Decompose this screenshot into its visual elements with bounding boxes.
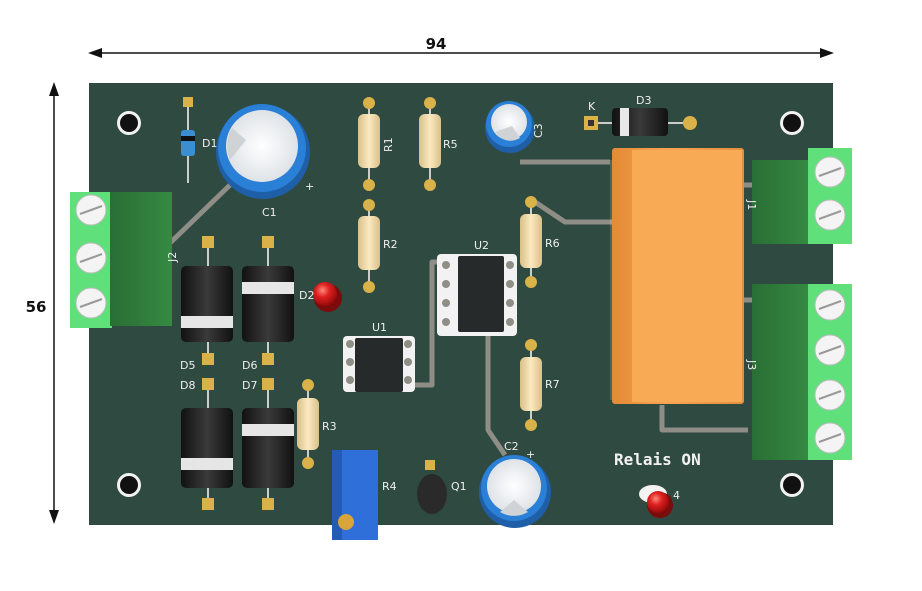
label-q1: Q1 — [451, 480, 467, 493]
label-d1: D1 — [202, 137, 217, 150]
mounting-holes — [117, 111, 804, 497]
relay — [610, 148, 744, 404]
label-d8: D8 — [180, 379, 195, 392]
trimmer-r4: R4 — [332, 450, 397, 540]
ic-u1: U1 — [343, 321, 415, 392]
label-d4: 4 — [673, 489, 680, 502]
height-label: 56 — [26, 298, 47, 316]
label-c3: C3 — [532, 123, 545, 138]
led-d4: 4 — [639, 485, 680, 518]
label-j2: J2 — [166, 252, 179, 263]
label-d5: D5 — [180, 359, 195, 372]
diode-d3: K D3 — [584, 94, 697, 136]
diode-d5: D5 — [180, 236, 233, 372]
label-c2: C2 — [504, 440, 519, 453]
resistor-r2: R2 — [358, 199, 398, 293]
label-u1: U1 — [372, 321, 387, 334]
label-r2: R2 — [383, 238, 398, 251]
label-r3: R3 — [322, 420, 337, 433]
relay-status-text: Relais ON — [614, 450, 701, 469]
label-d2: D2 — [299, 289, 314, 302]
terminal-j2: J2 — [70, 192, 179, 328]
terminal-j1: J1 — [745, 148, 852, 244]
capacitor-c2: C2 + — [479, 440, 551, 528]
label-d3: D3 — [636, 94, 651, 107]
resistor-r5: R5 — [419, 97, 458, 191]
label-j1: J1 — [745, 199, 758, 210]
label-c1-plus: + — [305, 180, 314, 193]
label-c2-plus: + — [526, 448, 535, 461]
transistor-q1: Q1 — [417, 460, 467, 514]
terminal-j3: J3 — [745, 284, 852, 460]
label-r6: R6 — [545, 237, 560, 250]
label-k: K — [588, 100, 596, 113]
label-u2: U2 — [474, 239, 489, 252]
capacitor-c1: + C1 — [216, 104, 314, 219]
label-c1: C1 — [262, 206, 277, 219]
label-d6: D6 — [242, 359, 257, 372]
label-j3: J3 — [745, 359, 758, 370]
resistor-r6: R6 — [520, 196, 560, 288]
dimension-width: 94 — [88, 35, 834, 58]
diode-d8: D8 — [180, 378, 233, 510]
label-r1: R1 — [382, 137, 395, 152]
label-r5: R5 — [443, 138, 458, 151]
resistor-r3: R3 — [297, 379, 337, 469]
led-d2: D2 — [299, 282, 342, 312]
diode-d1: D1 — [181, 97, 217, 183]
label-d7: D7 — [242, 379, 257, 392]
capacitor-c3: C3 — [485, 101, 545, 153]
diode-d7: D7 — [242, 378, 294, 510]
label-r7: R7 — [545, 378, 560, 391]
diode-d6: D6 — [242, 236, 294, 372]
ic-u2: U2 — [437, 239, 517, 336]
label-r4: R4 — [382, 480, 397, 493]
dimension-height: 56 — [26, 82, 59, 524]
resistor-r1: R1 — [358, 97, 395, 191]
resistor-r7: R7 — [520, 339, 560, 431]
width-label: 94 — [426, 35, 447, 53]
